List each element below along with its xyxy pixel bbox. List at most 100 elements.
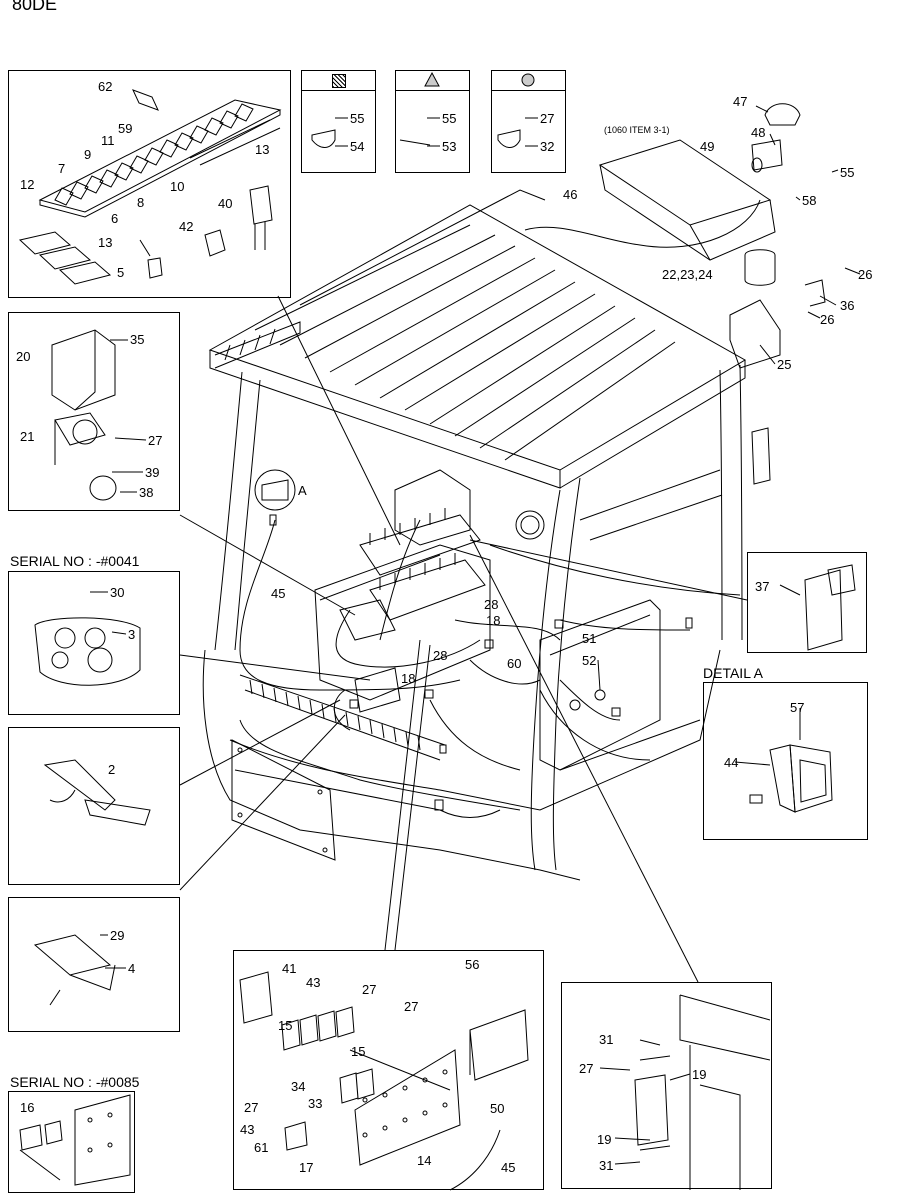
callout-53: 53 <box>442 139 457 154</box>
callout-15b: 15 <box>351 1044 366 1059</box>
controller-mount <box>634 994 771 1190</box>
callout-15a: 15 <box>278 1018 293 1033</box>
callout-60: 60 <box>507 656 522 671</box>
callout-52: 52 <box>582 653 597 668</box>
multifunction-switch <box>43 759 151 826</box>
inset-relay-old <box>8 1091 135 1193</box>
callout-18b: 18 <box>401 671 416 686</box>
callout-55-tag2: 55 <box>442 111 457 126</box>
callout-38: 38 <box>139 485 154 500</box>
accelerator-pedal <box>33 934 116 1006</box>
callout-44: 44 <box>724 755 739 770</box>
inset-tag-32 <box>491 70 566 173</box>
callout-39: 39 <box>145 465 160 480</box>
callout-3: 3 <box>128 627 136 642</box>
callout-18a: 18 <box>486 613 501 628</box>
callout-11: 11 <box>101 133 115 148</box>
callout-51: 51 <box>582 631 597 646</box>
callout-30: 30 <box>110 585 125 600</box>
relay-panel-small <box>19 1094 131 1186</box>
callout-25: 25 <box>777 357 792 372</box>
callout-22-23-24: 22,23,24 <box>662 267 713 282</box>
callout-5: 5 <box>117 265 125 280</box>
beacon-parts <box>598 103 826 369</box>
callout-58: 58 <box>802 193 817 208</box>
tag-symbol-square <box>301 70 376 91</box>
side-panel <box>804 564 856 651</box>
callout-16: 16 <box>20 1100 35 1115</box>
callout-55-tag1: 55 <box>350 111 365 126</box>
callout-27b: 27 <box>404 999 419 1014</box>
inset-pedal <box>8 897 180 1032</box>
callout-43: 43 <box>306 975 321 990</box>
work-lamp <box>749 744 833 813</box>
square-symbol-icon <box>332 74 346 88</box>
inset-side-panel <box>747 552 867 653</box>
callout-48: 48 <box>751 125 766 140</box>
callout-49: 49 <box>700 139 715 154</box>
model-title: 80DE <box>12 0 58 14</box>
callout-12: 12 <box>20 177 35 192</box>
inset-horn <box>8 312 180 511</box>
callout-33: 33 <box>308 1096 323 1111</box>
callout-19a: 19 <box>692 1067 707 1082</box>
callout-27-left: 27 <box>148 433 163 448</box>
callout-35: 35 <box>130 332 145 347</box>
callout-50: 50 <box>490 1101 505 1116</box>
inset-tag-54 <box>301 70 376 173</box>
callout-28b: 28 <box>433 648 448 663</box>
callout-7: 7 <box>58 161 66 176</box>
switch-panel-parts <box>18 89 282 285</box>
callout-29: 29 <box>110 928 125 943</box>
callout-56: 56 <box>465 957 480 972</box>
callout-59: 59 <box>118 121 133 136</box>
inset-relay-board <box>233 950 544 1190</box>
callout-13b: 13 <box>98 235 113 250</box>
callout-45b: 45 <box>501 1160 516 1175</box>
callout-32: 32 <box>540 139 555 154</box>
callout-47: 47 <box>733 94 748 109</box>
callout-42: 42 <box>179 219 194 234</box>
callout-40: 40 <box>218 196 233 211</box>
triangle-symbol-icon <box>424 71 440 87</box>
callout-61: 61 <box>254 1140 269 1155</box>
callout-2: 2 <box>108 762 116 777</box>
callout-31b: 31 <box>599 1158 614 1173</box>
callout-20: 20 <box>16 349 31 364</box>
tag-symbol-circle <box>491 70 566 91</box>
reference-note: (1060 ITEM 3-1) <box>604 125 670 135</box>
detail-a-marker: A <box>298 483 307 498</box>
tag-symbol-triangle <box>395 70 470 91</box>
callout-31a: 31 <box>599 1032 614 1047</box>
callout-26b: 26 <box>820 312 835 327</box>
callout-14: 14 <box>417 1153 432 1168</box>
inset-detail-a <box>703 682 868 840</box>
fixing-parts <box>311 129 521 148</box>
leader-lines <box>179 295 748 983</box>
callout-8: 8 <box>137 195 145 210</box>
callout-54: 54 <box>350 139 365 154</box>
forklift-body <box>202 189 771 881</box>
callout-27c: 27 <box>244 1100 259 1115</box>
inset-combination-switch <box>8 727 180 885</box>
serial-label-top: SERIAL NO : -#0041 <box>10 553 140 569</box>
callout-34: 34 <box>291 1079 306 1094</box>
inset-tag-53 <box>395 70 470 173</box>
callout-28a: 28 <box>484 597 499 612</box>
horn-parts <box>51 329 117 501</box>
callout-46: 46 <box>563 187 578 202</box>
detail-a-bubble <box>254 469 296 511</box>
callout-27a: 27 <box>362 982 377 997</box>
inset-controller <box>561 982 772 1189</box>
circle-symbol-icon <box>521 73 535 87</box>
callout-21: 21 <box>20 429 35 444</box>
callout-13: 13 <box>255 142 270 157</box>
callout-17: 17 <box>299 1160 314 1175</box>
wiring-harness <box>239 199 761 818</box>
callout-9: 9 <box>84 147 92 162</box>
instrument-cluster <box>34 617 141 686</box>
callout-26a: 26 <box>858 267 873 282</box>
callout-45: 45 <box>271 586 286 601</box>
